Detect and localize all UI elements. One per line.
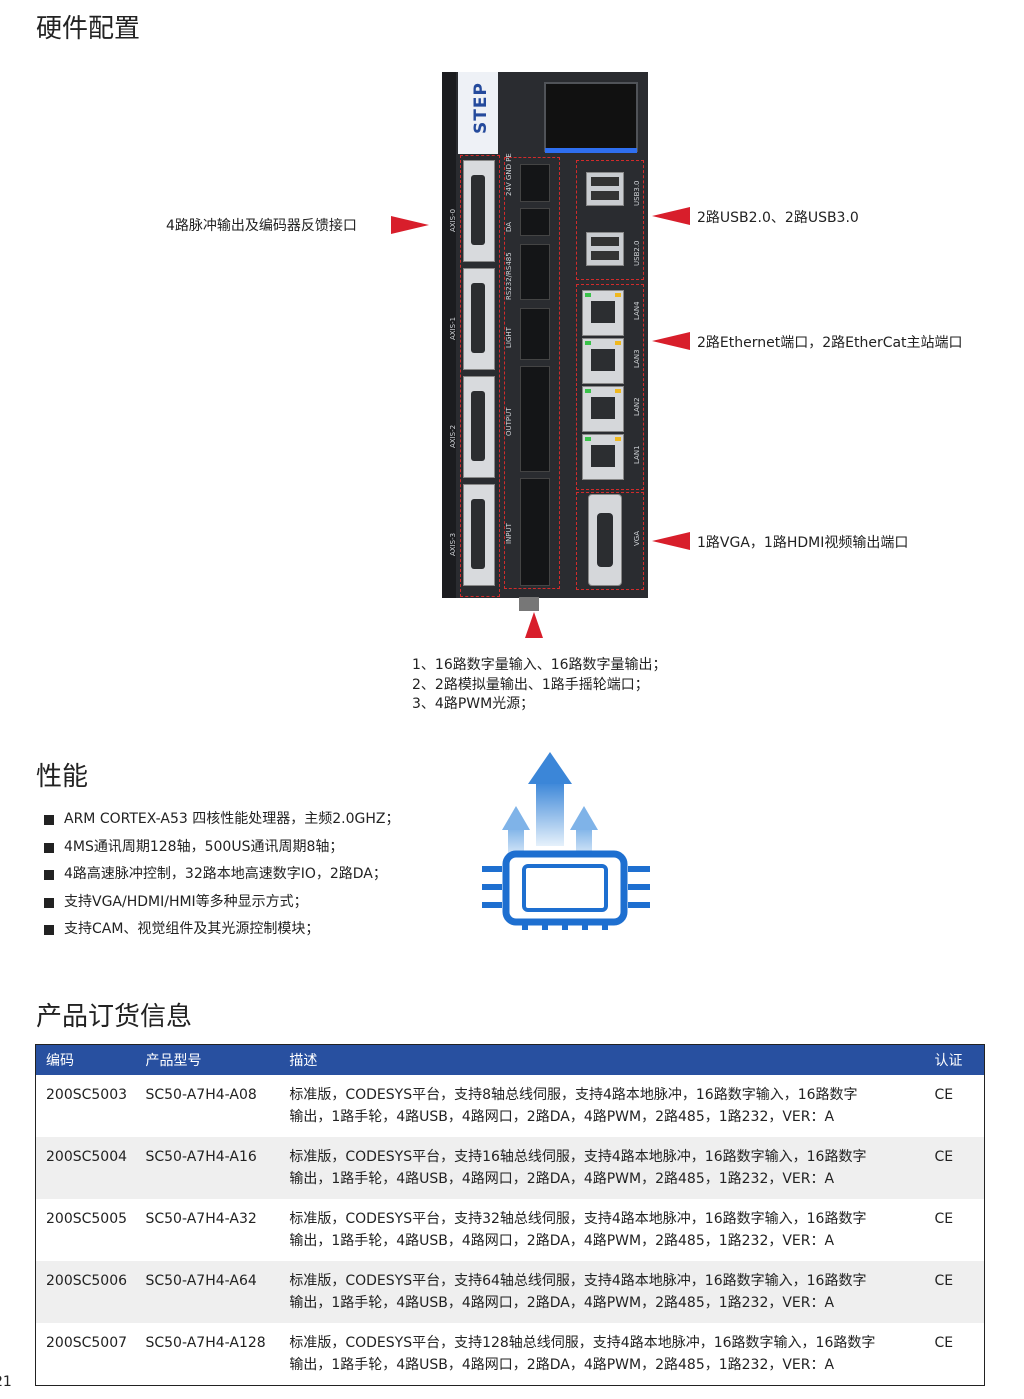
cell-model: SC50-A7H4-A64 [135,1261,280,1323]
vga-port [588,494,622,586]
da-terminal-label: DA [505,221,513,232]
cell-code: 200SC5007 [46,1335,128,1351]
bottom-callout-line-3: 3、4路PWM光源； [412,696,535,712]
lan1-port [582,434,624,480]
power-terminal [520,164,550,202]
cell-code: 200SC5005 [46,1211,128,1227]
cell-model: SC50-A7H4-A128 [145,1335,266,1351]
cell-description: 标准版，CODESYS平台，支持64轴总线伺服，支持4路本地脉冲，16路数字输入… [279,1261,925,1323]
lan-ports-outline [576,284,644,490]
encoder-callout: 4路脉冲输出及编码器反馈接口 [166,218,357,234]
cell-model: SC50-A7H4-A08 [145,1087,257,1103]
table-header-row: 编码 产品型号 描述 认证 [35,1044,985,1075]
bottom-callout-line-1: 1、16路数字量输入、16路数字量输出； [412,657,667,673]
table-row: 200SC5007 SC50-A7H4-A128 标准版，CODESYS平台，支… [36,1323,985,1386]
ethernet-callout: 2路Ethernet端口，2路EtherCat主站端口 [697,335,963,351]
processor-chip-icon [482,752,650,930]
axis-1-connector [463,268,495,370]
axis-1-label: AXIS-1 [449,316,457,340]
table-row: 200SC5004 SC50-A7H4-A16 标准版，CODESYS平台，支持… [35,1137,985,1199]
usb-callout: 2路USB2.0、2路USB3.0 [697,210,859,226]
bottom-connector [519,597,539,611]
cell-code: 200SC5003 [46,1087,128,1103]
table-row: 200SC5006 SC50-A7H4-A64 标准版，CODESYS平台，支持… [35,1261,985,1323]
vga-label: VGA [633,530,641,546]
page-number: 21 [0,1374,12,1390]
vga-callout: 1路VGA，1路HDMI视频输出端口 [697,535,909,551]
header-model: 产品型号 [135,1044,280,1075]
header-certification: 认证 [924,1044,985,1075]
lan2-port [582,386,624,432]
cell-certification: CE [934,1211,954,1227]
lan3-port [582,338,624,384]
cell-description: 标准版，CODESYS平台，支持32轴总线伺服，支持4路本地脉冲，16路数字输入… [289,1211,867,1249]
lan3-label: LAN3 [633,349,641,368]
output-terminal [520,366,550,472]
bottom-pointer-arrow [525,612,543,638]
feature-item: 支持VGA/HDMI/HMI等多种显示方式； [44,889,399,917]
axis-0-connector [463,160,495,262]
lan4-label: LAN4 [633,301,641,320]
feature-list: ARM CORTEX-A53 四核性能处理器，主频2.0GHZ； 4MS通讯周期… [44,806,399,944]
usb3-label: USB3.0 [633,180,641,206]
table-row: 200SC5005 SC50-A7H4-A32 标准版，CODESYS平台，支持… [36,1199,985,1261]
feature-item: 4MS通讯周期128轴，500US通讯周期8轴； [44,834,399,862]
light-terminal-label: LIGHT [505,327,513,348]
cell-certification: CE [924,1261,985,1323]
header-code: 编码 [35,1044,136,1075]
bottom-callout: 1、16路数字量输入、16路数字量输出； 2、2路模拟量输出、1路手摇轮端口； … [412,656,667,715]
feature-item: 支持CAM、视觉组件及其光源控制模块； [44,916,399,944]
encoder-pointer-arrow [391,216,429,234]
vga-port-outline [576,492,644,590]
cell-description: 标准版，CODESYS平台，支持16轴总线伺服，支持4路本地脉冲，16路数字输入… [279,1137,925,1199]
cell-code: 200SC5006 [35,1261,136,1323]
cell-model: SC50-A7H4-A16 [135,1137,280,1199]
axis-3-label: AXIS-3 [449,532,457,556]
axis-3-connector [463,484,495,586]
usb2-port [586,232,624,266]
cell-certification: CE [924,1137,985,1199]
lan1-label: LAN1 [633,445,641,464]
cell-certification: CE [934,1087,954,1103]
device-brand-text: STEP [471,82,491,134]
axis-2-label: AXIS-2 [449,424,457,448]
power-terminal-label: 24V GND PE [505,153,513,196]
header-description: 描述 [279,1044,925,1075]
usb-pointer-arrow [652,207,690,225]
feature-item: 4路高速脉冲控制，32路本地高速数字IO，2路DA； [44,861,399,889]
cell-description: 标准版，CODESYS平台，支持8轴总线伺服，支持4路本地脉冲，16路数字输入，… [289,1087,858,1125]
cell-code: 200SC5004 [35,1137,136,1199]
io-terminals-outline [504,157,560,589]
usb-ports-outline [576,160,644,280]
device-display [544,82,638,152]
usb2-label: USB2.0 [633,240,641,266]
output-terminal-label: OUTPUT [505,407,513,436]
input-terminal-label: INPUT [505,523,513,544]
feature-item: ARM CORTEX-A53 四核性能处理器，主频2.0GHZ； [44,806,399,834]
axis-0-label: AXIS-0 [449,208,457,232]
order-table: 编码 产品型号 描述 认证 200SC5003 SC50-A7H4-A08 标准… [35,1044,985,1386]
rs232-rs485-terminal [520,244,550,300]
performance-section-title: 性能 [36,762,89,792]
rs-terminal-label: RS232/RS485 [505,252,513,300]
light-terminal [520,308,550,360]
order-section-title: 产品订货信息 [36,1002,193,1032]
lan4-port [582,290,624,336]
usb3-port [586,172,624,206]
input-terminal [520,478,550,586]
cell-model: SC50-A7H4-A32 [145,1211,257,1227]
da-terminal [520,208,550,236]
axis-2-connector [463,376,495,478]
bottom-callout-line-2: 2、2路模拟量输出、1路手摇轮端口； [412,676,649,693]
hardware-section-title: 硬件配置 [36,14,141,44]
cell-certification: CE [934,1335,954,1351]
axis-ports-outline [460,155,500,597]
ethernet-pointer-arrow [652,332,690,350]
table-row: 200SC5003 SC50-A7H4-A08 标准版，CODESYS平台，支持… [36,1075,985,1137]
cell-description: 标准版，CODESYS平台，支持128轴总线伺服，支持4路本地脉冲，16路数字输… [289,1335,876,1373]
vga-pointer-arrow [652,532,690,550]
lan2-label: LAN2 [633,397,641,416]
